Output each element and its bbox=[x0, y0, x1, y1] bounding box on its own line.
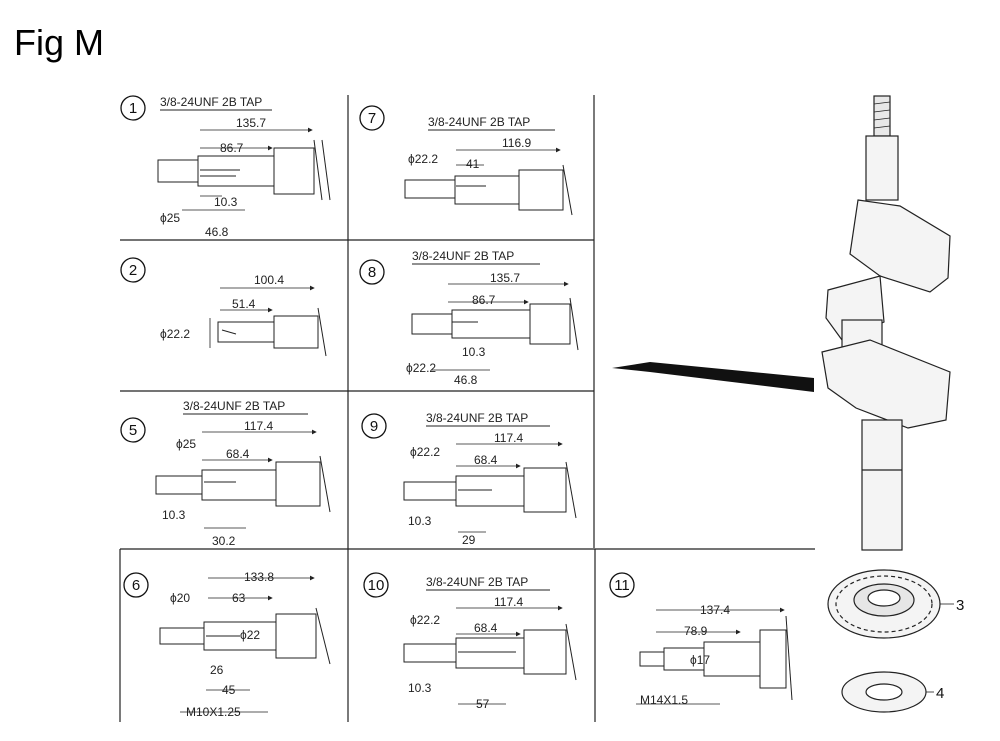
dim-diameter: ϕ22 bbox=[240, 628, 260, 642]
dim-length: 46.8 bbox=[454, 373, 478, 387]
panel-6: 6 133.8 63 ϕ20 ϕ22 26 45 M10X1.25 bbox=[123, 570, 331, 719]
dim-length: 30.2 bbox=[212, 534, 236, 548]
shaft-drawing bbox=[157, 139, 331, 201]
panel-1: 1 3/8-24UNF 2B TAP 135.7 86.7 10.3 ϕ25 4… bbox=[120, 95, 331, 239]
thread-spec: M14X1.5 bbox=[640, 693, 688, 707]
figure-title: Fig M bbox=[14, 22, 104, 63]
dim-diameter: ϕ17 bbox=[690, 653, 710, 667]
tap-spec: 3/8-24UNF 2B TAP bbox=[426, 411, 528, 425]
pointer-arrow bbox=[612, 362, 814, 392]
dim-diameter: ϕ22.2 bbox=[408, 152, 438, 166]
dim-diameter: ϕ25 bbox=[176, 437, 196, 451]
dim-diameter: ϕ22.2 bbox=[410, 445, 440, 459]
dim-length: 10.3 bbox=[462, 345, 486, 359]
tap-spec: 3/8-24UNF 2B TAP bbox=[428, 115, 530, 129]
panel-number-circle bbox=[120, 95, 146, 121]
panel-number: 7 bbox=[368, 110, 376, 127]
dim-length: 86.7 bbox=[220, 141, 244, 155]
dim-length: 46.8 bbox=[205, 225, 229, 239]
gear-illustration bbox=[827, 569, 954, 639]
dim-diameter: ϕ22.2 bbox=[406, 361, 436, 375]
dim-length: 117.4 bbox=[494, 595, 523, 609]
panel-number: 11 bbox=[614, 577, 630, 594]
dim-length: 26 bbox=[210, 663, 224, 677]
panel-grid bbox=[119, 95, 815, 722]
dim-length: 68.4 bbox=[226, 447, 250, 461]
dim-diameter: ϕ25 bbox=[160, 211, 180, 225]
dim-diameter: ϕ20 bbox=[170, 591, 190, 605]
dim-length: 45 bbox=[222, 683, 236, 697]
panel-5: 5 3/8-24UNF 2B TAP 117.4 68.4 ϕ25 10.3 3… bbox=[120, 399, 331, 548]
dim-length: 117.4 bbox=[244, 419, 273, 433]
dim-length: 100.4 bbox=[254, 273, 284, 287]
dim-diameter: ϕ22.2 bbox=[160, 327, 190, 341]
panel-number: 2 bbox=[129, 262, 137, 279]
panel-7: 7 3/8-24UNF 2B TAP 116.9 41 ϕ22.2 bbox=[359, 105, 573, 216]
dim-length: 41 bbox=[466, 157, 480, 171]
panel-10: 10 3/8-24UNF 2B TAP 117.4 68.4 ϕ22.2 10.… bbox=[363, 572, 577, 711]
dim-length: 68.4 bbox=[474, 621, 498, 635]
panel-number: 5 bbox=[129, 422, 137, 439]
dim-length: 10.3 bbox=[214, 195, 238, 209]
dim-length: 68.4 bbox=[474, 453, 498, 467]
thread-spec: M10X1.25 bbox=[186, 705, 241, 719]
panel-number: 1 bbox=[129, 100, 137, 117]
dim-length: 86.7 bbox=[472, 293, 496, 307]
panel-11: 11 137.4 78.9 ϕ17 M14X1.5 bbox=[609, 572, 793, 707]
crankshaft-illustration bbox=[821, 95, 951, 551]
panel-2: 2 100.4 51.4 ϕ22.2 bbox=[120, 257, 327, 357]
tap-spec: 3/8-24UNF 2B TAP bbox=[426, 575, 528, 589]
dim-length: 63 bbox=[232, 591, 246, 605]
dim-length: 135.7 bbox=[490, 271, 520, 285]
dim-length: 10.3 bbox=[408, 514, 432, 528]
dim-diameter: ϕ22.2 bbox=[410, 613, 440, 627]
dim-length: 137.4 bbox=[700, 603, 730, 617]
callout-gear: 3 bbox=[956, 597, 964, 614]
panel-9: 9 3/8-24UNF 2B TAP 117.4 68.4 ϕ22.2 10.3… bbox=[361, 411, 577, 547]
panel-8: 8 3/8-24UNF 2B TAP 135.7 86.7 10.3 ϕ22.2… bbox=[359, 249, 579, 387]
tap-spec: 3/8-24UNF 2B TAP bbox=[160, 95, 262, 109]
dim-length: 10.3 bbox=[408, 681, 432, 695]
tap-spec: 3/8-24UNF 2B TAP bbox=[183, 399, 285, 413]
dim-length: 10.3 bbox=[162, 508, 186, 522]
panel-number: 10 bbox=[368, 577, 385, 594]
dim-length: 133.8 bbox=[244, 570, 274, 584]
panel-number: 6 bbox=[132, 577, 140, 594]
dim-length: 57 bbox=[476, 697, 490, 711]
dim-length: 135.7 bbox=[236, 116, 266, 130]
panel-number: 8 bbox=[368, 264, 376, 281]
washer-illustration bbox=[841, 671, 934, 713]
tap-spec: 3/8-24UNF 2B TAP bbox=[412, 249, 514, 263]
dim-length: 117.4 bbox=[494, 431, 523, 445]
callout-washer: 4 bbox=[936, 685, 944, 702]
panel-number: 9 bbox=[370, 418, 378, 435]
dim-length: 51.4 bbox=[232, 297, 256, 311]
dim-length: 116.9 bbox=[502, 136, 531, 150]
dim-length: 29 bbox=[462, 533, 476, 547]
dim-length: 78.9 bbox=[684, 624, 708, 638]
